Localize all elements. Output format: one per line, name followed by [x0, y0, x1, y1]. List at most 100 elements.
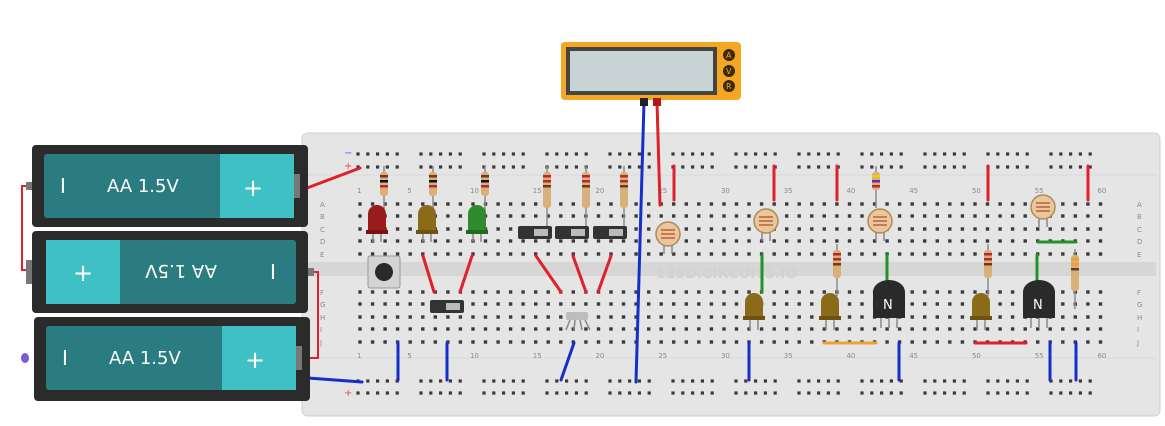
rail-hole[interactable] — [1078, 165, 1082, 169]
breadboard-hole[interactable] — [483, 315, 488, 319]
breadboard-hole[interactable] — [935, 202, 939, 206]
breadboard-hole[interactable] — [634, 252, 638, 256]
breadboard-hole[interactable] — [822, 202, 826, 206]
breadboard-hole[interactable] — [534, 252, 538, 256]
slide-switch-4[interactable] — [430, 300, 464, 313]
breadboard-hole[interactable] — [960, 290, 965, 294]
rail-hole[interactable] — [1015, 165, 1019, 169]
breadboard-hole[interactable] — [546, 327, 550, 331]
breadboard-hole[interactable] — [458, 202, 463, 206]
breadboard-hole[interactable] — [571, 252, 575, 256]
breadboard-hole[interactable] — [596, 302, 601, 306]
rail-hole[interactable] — [962, 379, 966, 383]
rail-hole[interactable] — [817, 379, 821, 383]
breadboard-hole[interactable] — [521, 239, 525, 243]
rail-hole[interactable] — [773, 391, 777, 395]
breadboard-hole[interactable] — [534, 202, 538, 206]
breadboard-hole[interactable] — [395, 315, 400, 319]
breadboard-hole[interactable] — [383, 327, 387, 331]
breadboard-hole[interactable] — [496, 252, 500, 256]
breadboard-hole[interactable] — [471, 302, 475, 306]
slide-switch-2[interactable] — [555, 226, 589, 239]
rail-hole[interactable] — [521, 165, 525, 169]
rail-hole[interactable] — [618, 379, 622, 383]
breadboard-hole[interactable] — [985, 214, 990, 218]
breadboard-hole[interactable] — [910, 327, 914, 331]
rail-hole[interactable] — [458, 152, 462, 156]
breadboard-hole[interactable] — [998, 202, 1002, 206]
rail-hole[interactable] — [923, 391, 927, 395]
breadboard-hole[interactable] — [383, 302, 387, 306]
breadboard-hole[interactable] — [433, 340, 437, 344]
breadboard-hole[interactable] — [923, 290, 927, 294]
breadboard-hole[interactable] — [559, 327, 563, 331]
breadboard-hole[interactable] — [1036, 327, 1040, 331]
breadboard-hole[interactable] — [998, 239, 1002, 243]
breadboard-hole[interactable] — [785, 327, 789, 331]
breadboard-hole[interactable] — [747, 239, 751, 243]
breadboard-hole[interactable] — [370, 202, 375, 206]
rail-hole[interactable] — [826, 152, 830, 156]
breadboard-hole[interactable] — [1010, 202, 1015, 206]
breadboard-hole[interactable] — [483, 302, 488, 306]
breadboard-hole[interactable] — [923, 340, 927, 344]
breadboard-hole[interactable] — [483, 340, 488, 344]
rail-hole[interactable] — [1088, 152, 1092, 156]
breadboard-hole[interactable] — [508, 239, 513, 243]
rail-hole[interactable] — [870, 391, 874, 395]
rail-hole[interactable] — [817, 391, 821, 395]
breadboard-hole[interactable] — [672, 327, 676, 331]
rail-hole[interactable] — [880, 379, 884, 383]
breadboard-hole[interactable] — [1098, 239, 1103, 243]
breadboard-hole[interactable] — [596, 327, 601, 331]
breadboard-hole[interactable] — [395, 327, 400, 331]
breadboard-hole[interactable] — [772, 290, 776, 294]
breadboard-hole[interactable] — [709, 202, 714, 206]
breadboard-hole[interactable] — [408, 340, 412, 344]
rail-hole[interactable] — [574, 391, 578, 395]
breadboard-hole[interactable] — [910, 302, 914, 306]
rail-hole[interactable] — [710, 379, 714, 383]
breadboard-hole[interactable] — [596, 214, 601, 218]
rail-hole[interactable] — [710, 152, 714, 156]
breadboard-hole[interactable] — [521, 340, 525, 344]
rail-hole[interactable] — [429, 152, 433, 156]
breadboard-hole[interactable] — [383, 252, 387, 256]
rail-hole[interactable] — [836, 379, 840, 383]
breadboard-hole[interactable] — [609, 214, 613, 218]
breadboard-hole[interactable] — [785, 340, 789, 344]
breadboard-hole[interactable] — [508, 340, 513, 344]
breadboard-hole[interactable] — [948, 239, 952, 243]
breadboard-hole[interactable] — [408, 252, 412, 256]
rail-hole[interactable] — [1049, 165, 1053, 169]
breadboard-hole[interactable] — [395, 302, 400, 306]
breadboard-hole[interactable] — [1023, 214, 1027, 218]
breadboard-hole[interactable] — [446, 214, 450, 218]
breadboard-hole[interactable] — [897, 239, 902, 243]
breadboard-hole[interactable] — [1098, 327, 1103, 331]
breadboard-hole[interactable] — [885, 239, 889, 243]
breadboard-hole[interactable] — [1010, 327, 1015, 331]
rail-hole[interactable] — [807, 165, 811, 169]
breadboard-hole[interactable] — [734, 252, 739, 256]
breadboard-hole[interactable] — [496, 302, 500, 306]
breadboard-hole[interactable] — [672, 202, 676, 206]
rail-hole[interactable] — [899, 379, 903, 383]
breadboard-hole[interactable] — [1073, 327, 1077, 331]
breadboard-hole[interactable] — [973, 227, 977, 231]
rail-hole[interactable] — [870, 165, 874, 169]
breadboard-hole[interactable] — [709, 227, 714, 231]
breadboard-hole[interactable] — [609, 252, 613, 256]
breadboard-hole[interactable] — [496, 214, 500, 218]
rail-hole[interactable] — [647, 165, 651, 169]
breadboard-hole[interactable] — [935, 302, 939, 306]
breadboard-hole[interactable] — [421, 302, 425, 306]
breadboard-hole[interactable] — [1023, 239, 1027, 243]
breadboard-hole[interactable] — [408, 315, 412, 319]
breadboard-hole[interactable] — [998, 252, 1002, 256]
rail-hole[interactable] — [899, 152, 903, 156]
rail-hole[interactable] — [681, 152, 685, 156]
breadboard-hole[interactable] — [609, 302, 613, 306]
breadboard-hole[interactable] — [609, 202, 613, 206]
breadboard-hole[interactable] — [759, 340, 764, 344]
